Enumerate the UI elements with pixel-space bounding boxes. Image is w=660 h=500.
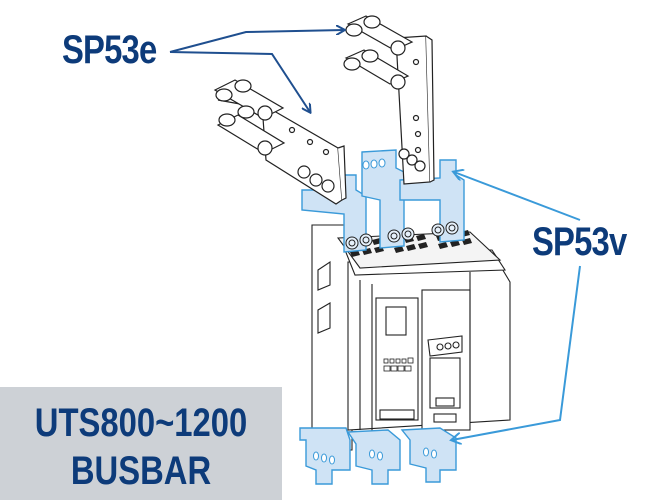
connector-holes: [362, 158, 386, 170]
connector-bolts: [345, 221, 459, 250]
title-model-range: UTS800~1200: [34, 401, 248, 445]
breaker-body: [311, 224, 511, 451]
title-product-type: BUSBAR: [70, 449, 212, 493]
sp53e-callout-arrows: [169, 30, 344, 112]
title-box: [0, 387, 282, 500]
lower-connector-holes: [313, 447, 437, 465]
sp53e-callout-label: SP53e: [62, 28, 157, 72]
sp53e-right-busbar: [343, 15, 435, 185]
sp53e-left-busbar: [213, 79, 347, 205]
sp53v-callout-label: SP53v: [532, 220, 627, 264]
sp53v-callout-arrows: [452, 172, 581, 440]
sp53v-lower-connectors: [299, 427, 457, 485]
